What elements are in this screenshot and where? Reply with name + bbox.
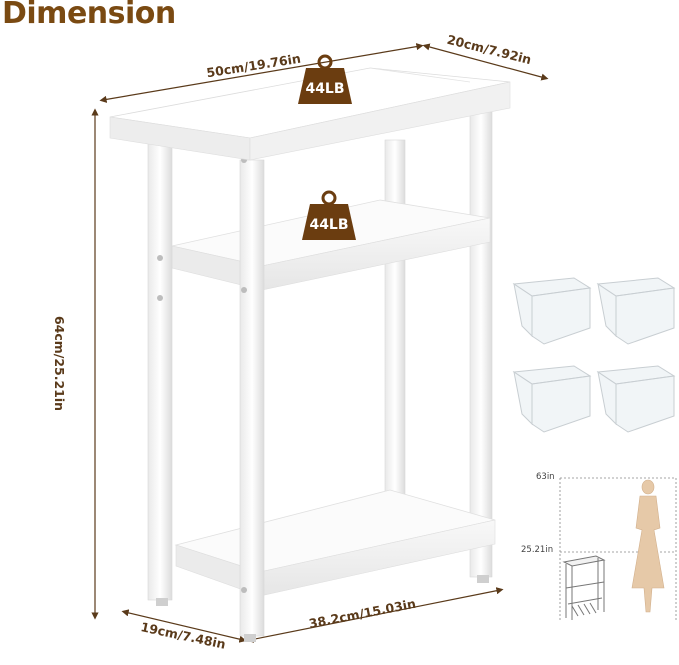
top-width-line bbox=[99, 43, 424, 103]
back-right-leg bbox=[469, 111, 493, 578]
height-label: 64cm/25.21in bbox=[52, 315, 68, 412]
table-height-label: 25.21in bbox=[521, 545, 554, 555]
person-height-label: 63in bbox=[536, 472, 555, 482]
mini-table bbox=[562, 555, 606, 620]
person-silhouette bbox=[631, 479, 665, 613]
table-top-side bbox=[249, 81, 511, 161]
leveling-foot-icon bbox=[477, 575, 489, 583]
weight-icon: 44LB bbox=[302, 190, 356, 240]
bottom-depth-line bbox=[121, 609, 247, 643]
scale-reference bbox=[559, 477, 677, 620]
leveling-foot-icon bbox=[244, 634, 256, 642]
weight-icon: 44LB bbox=[298, 54, 352, 104]
front-left-leg bbox=[147, 139, 173, 601]
top-load-label: 44LB bbox=[305, 81, 344, 97]
side-table bbox=[109, 67, 511, 642]
leveling-foot-icon bbox=[156, 598, 168, 606]
top-depth-line bbox=[422, 43, 549, 81]
bottom-width-line bbox=[246, 587, 504, 643]
accessory-brackets bbox=[512, 277, 676, 433]
dimension-lines bbox=[91, 43, 549, 643]
page-title: Dimension bbox=[2, 0, 176, 31]
front-right-leg bbox=[239, 159, 265, 637]
shelf-load-label: 44LB bbox=[309, 217, 348, 233]
